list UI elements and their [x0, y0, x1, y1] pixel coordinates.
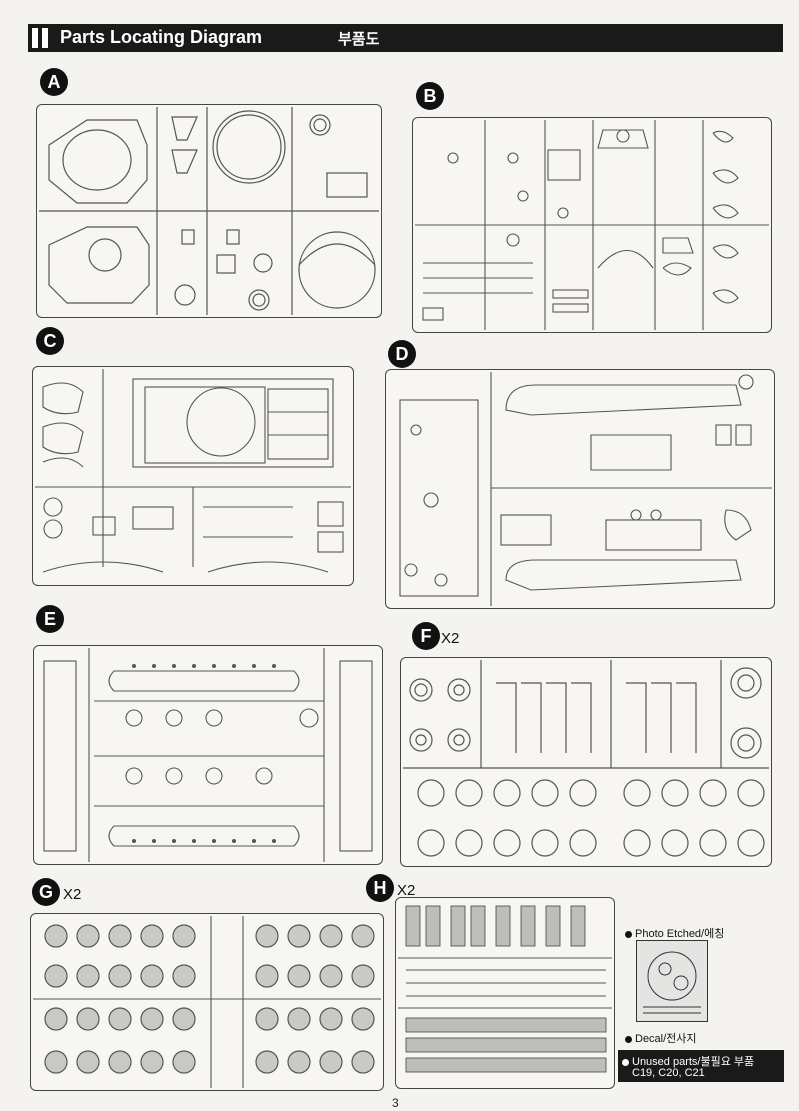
bullet-icon [625, 930, 632, 938]
sprue-badge-d: D [388, 340, 416, 368]
sprue-f-diagram [400, 657, 772, 867]
sprue-g-multiplier: X2 [63, 886, 82, 903]
sprue-h-diagram [395, 897, 615, 1089]
sprue-badge-g: G [32, 878, 60, 906]
sprue-d-diagram [385, 369, 775, 609]
sprue-b-diagram [412, 117, 772, 333]
sprue-f-multiplier: X2 [441, 630, 460, 647]
legend-photo-etched: Photo Etched/에칭 [625, 925, 724, 941]
unused-parts-label: Unused parts/불필요 부품 [632, 1056, 755, 1068]
sprue-h-multiplier: X2 [397, 882, 416, 899]
page-title-korean: 부품도 [338, 31, 380, 48]
sprue-badge-h: H [366, 874, 394, 902]
sprue-badge-f: F [412, 622, 440, 650]
sprue-c-diagram [32, 366, 354, 586]
unused-parts-box: Unused parts/불필요 부품 C19, C20, C21 [618, 1050, 784, 1082]
bullet-icon [625, 1035, 632, 1043]
sprue-badge-c: C [36, 327, 64, 355]
legend-photo-etched-label: Photo Etched/에칭 [635, 928, 725, 940]
sprue-e-diagram [33, 645, 383, 865]
section-bars-icon [32, 28, 52, 48]
page-title: Parts Locating Diagram [60, 27, 263, 47]
photo-etched-fret-image [636, 940, 708, 1022]
page-header: Parts Locating Diagram 부품도 [28, 24, 783, 52]
unused-parts-list: C19, C20, C21 [632, 1067, 705, 1079]
sprue-g-diagram [30, 913, 384, 1091]
bullet-icon [622, 1058, 629, 1066]
sprue-badge-b: B [416, 82, 444, 110]
sprue-a-diagram [36, 104, 382, 318]
sprue-badge-a: A [40, 68, 68, 96]
legend-decal: Decal/전사지 [625, 1030, 697, 1046]
page-number: 3 [392, 1096, 399, 1110]
legend-decal-label: Decal/전사지 [635, 1033, 697, 1045]
sprue-badge-e: E [36, 605, 64, 633]
